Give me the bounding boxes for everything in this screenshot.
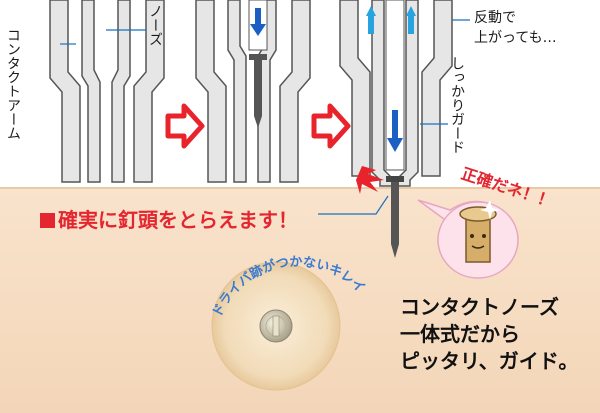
panel-3-driver: [385, 0, 405, 171]
recoil-up-arrow-right-icon: [406, 6, 416, 34]
panel-3-nail: [386, 176, 404, 258]
down-arrow-icon: [250, 8, 266, 36]
summary-line-3: ピッタリ、ガイド。: [400, 349, 579, 373]
recoil-label-2: 上がっても…: [474, 30, 557, 46]
headline-square-icon: [40, 213, 55, 228]
summary-line-1: コンタクトノーズ: [400, 295, 559, 319]
summary-line-2: 一体式だから: [400, 322, 520, 346]
headline-text: 確実に釘頭をとらえます！: [58, 208, 298, 232]
contact-arm-right: [133, 0, 165, 183]
panel-1-nose: [49, 0, 165, 183]
tight-guard-label: しっかりガード: [449, 56, 465, 154]
nose-right: [111, 0, 131, 183]
panel-2-nail: [249, 54, 267, 128]
contact-arm-label: コンタクトアーム: [5, 28, 21, 140]
nose-label: ノーズ: [147, 4, 163, 46]
contact-arm-left: [49, 0, 81, 183]
leader-lines: [60, 19, 470, 215]
finish-close-up: [211, 261, 341, 391]
panel-3-nose: [339, 0, 453, 187]
step-arrow-2: [311, 103, 351, 149]
accurate-bubble: [417, 199, 519, 279]
driver-down-arrow-icon: [387, 110, 403, 152]
recoil-up-arrow-left-icon: [366, 6, 376, 34]
headline: 確実に釘頭をとらえます！: [40, 204, 298, 233]
step-arrow-1: [165, 103, 205, 149]
impact-spark-icon: [356, 166, 384, 194]
nose-left: [81, 0, 101, 183]
recoil-label-1: 反動で: [474, 10, 516, 26]
panel-2-nose: [195, 0, 311, 183]
